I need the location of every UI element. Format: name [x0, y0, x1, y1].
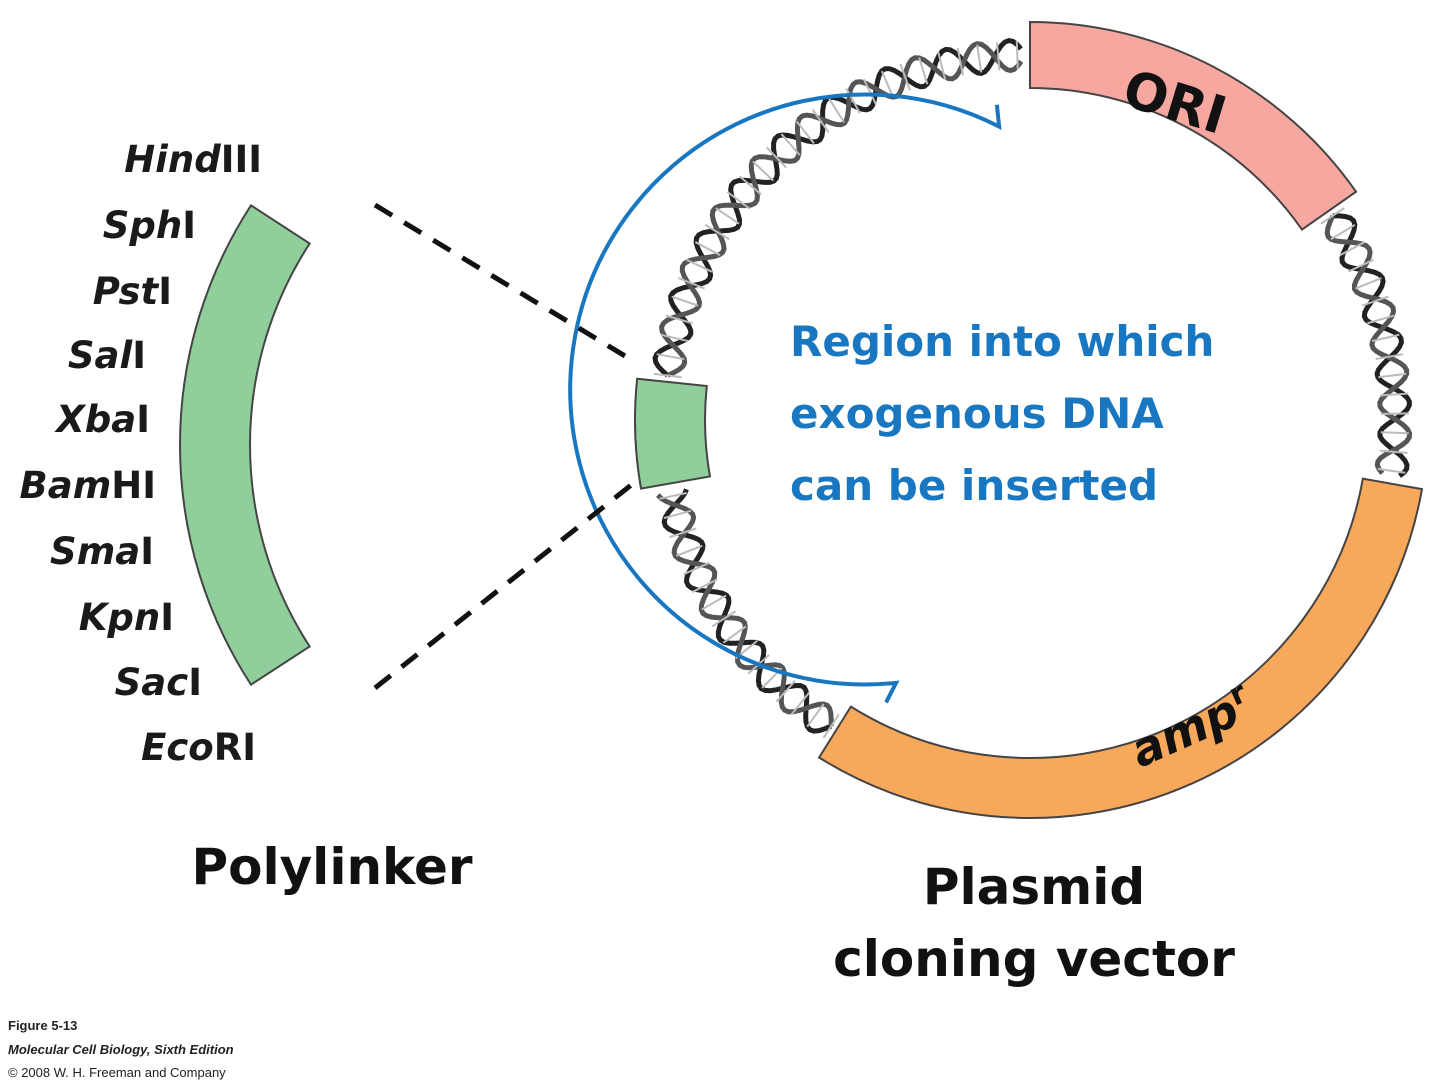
helix-rung — [828, 98, 845, 123]
helix-rung — [1367, 314, 1395, 325]
helix-rung — [766, 146, 787, 169]
helix-rung — [976, 44, 983, 73]
enzyme-list: HindIII SphI PstI SalI XbaI BamHI SmaI K… — [20, 138, 262, 769]
region-text-line-1: Region into which — [790, 317, 1214, 366]
helix-rung — [701, 594, 727, 611]
helix-rung — [715, 207, 740, 225]
helix-rung — [660, 333, 689, 343]
helix-strand — [659, 41, 1024, 378]
helix-rung — [1361, 295, 1389, 307]
figure-number: Figure 5-13 — [8, 1018, 78, 1033]
helix-rung — [790, 692, 810, 716]
helix-rung — [780, 133, 801, 156]
helix-rung — [669, 527, 697, 539]
enzyme-label: SphI — [103, 204, 196, 247]
helix-rung — [1380, 431, 1409, 435]
enzyme-label: XbaI — [54, 398, 150, 441]
helix-rung — [665, 314, 693, 325]
polylinker-arc — [179, 203, 312, 687]
helix-rung — [937, 52, 947, 80]
helix-rung — [671, 295, 699, 307]
helix-rung — [739, 175, 762, 196]
dna-double-helix — [652, 38, 1413, 739]
helix-rung — [1371, 333, 1400, 343]
helix-rung — [806, 703, 825, 728]
helix-strand — [656, 493, 834, 727]
plasmid-label-line-2: cloning vector — [833, 930, 1235, 988]
helix-rung — [899, 63, 911, 91]
helix-rung — [795, 120, 815, 145]
helix-rung — [811, 108, 830, 134]
helix-rung — [659, 491, 687, 500]
dashed-connector-bottom — [373, 480, 637, 690]
helix-rung — [752, 160, 774, 182]
helix-strand — [1332, 213, 1412, 478]
helix-rung — [956, 47, 965, 76]
helix-rung — [656, 353, 685, 361]
helix-rung — [822, 713, 840, 739]
helix-rung — [880, 70, 894, 98]
helix-rung — [1355, 277, 1382, 290]
helix-rung — [1379, 449, 1408, 455]
helix-rung — [683, 561, 710, 576]
polylinker-label: Polylinker — [191, 838, 472, 896]
helix-rung — [726, 191, 751, 210]
helix-rung — [862, 78, 878, 105]
ori-segment — [1029, 20, 1358, 231]
helix-rung — [678, 277, 705, 290]
helix-rung — [704, 223, 730, 241]
enzyme-label: SacI — [115, 661, 202, 704]
amp-resistance-segment — [817, 477, 1424, 819]
insertion-region-bracket — [568, 92, 1002, 704]
region-text-line-3: can be inserted — [790, 461, 1158, 510]
helix-rung — [775, 680, 796, 703]
enzyme-label: KpnI — [79, 596, 174, 639]
polylinker-insert-segment — [634, 377, 712, 490]
helix-rung — [691, 578, 718, 593]
enzyme-label: PstI — [93, 270, 172, 313]
helix-rung — [1380, 392, 1409, 397]
helix-rung — [1347, 258, 1374, 273]
helix-rung — [663, 509, 692, 520]
helix-rung — [1378, 372, 1407, 379]
plasmid-label-line-1: Plasmid — [923, 858, 1145, 916]
helix-rung — [1339, 241, 1366, 257]
book-title: Molecular Cell Biology, Sixth Edition — [8, 1042, 234, 1057]
helix-rung — [711, 610, 737, 628]
helix-rung — [653, 372, 682, 379]
helix-rung — [845, 88, 861, 114]
helix-rung — [918, 57, 929, 85]
enzyme-label: SalI — [68, 334, 146, 377]
helix-strand — [652, 38, 1023, 378]
copyright-notice: © 2008 W. H. Freeman and Company — [8, 1065, 226, 1080]
helix-rung — [694, 241, 721, 257]
enzyme-label: SmaI — [50, 530, 154, 573]
helix-rung — [686, 258, 713, 273]
helix-strand — [661, 488, 833, 734]
enzyme-label: HindIII — [124, 138, 262, 181]
enzyme-label: BamHI — [20, 464, 156, 507]
helix-rung — [675, 544, 703, 557]
helix-rung — [1377, 467, 1406, 474]
helix-strand — [1324, 214, 1413, 475]
enzyme-label: EcoRI — [141, 726, 256, 769]
helix-rung — [1330, 223, 1356, 241]
region-text-line-2: exogenous DNA — [790, 389, 1164, 438]
dashed-connector-top — [373, 202, 637, 365]
helix-rung — [995, 42, 1001, 71]
helix-rung — [1375, 353, 1404, 361]
helix-rung — [722, 625, 747, 644]
helix-rung — [1015, 41, 1019, 70]
helix-rung — [1320, 207, 1345, 225]
